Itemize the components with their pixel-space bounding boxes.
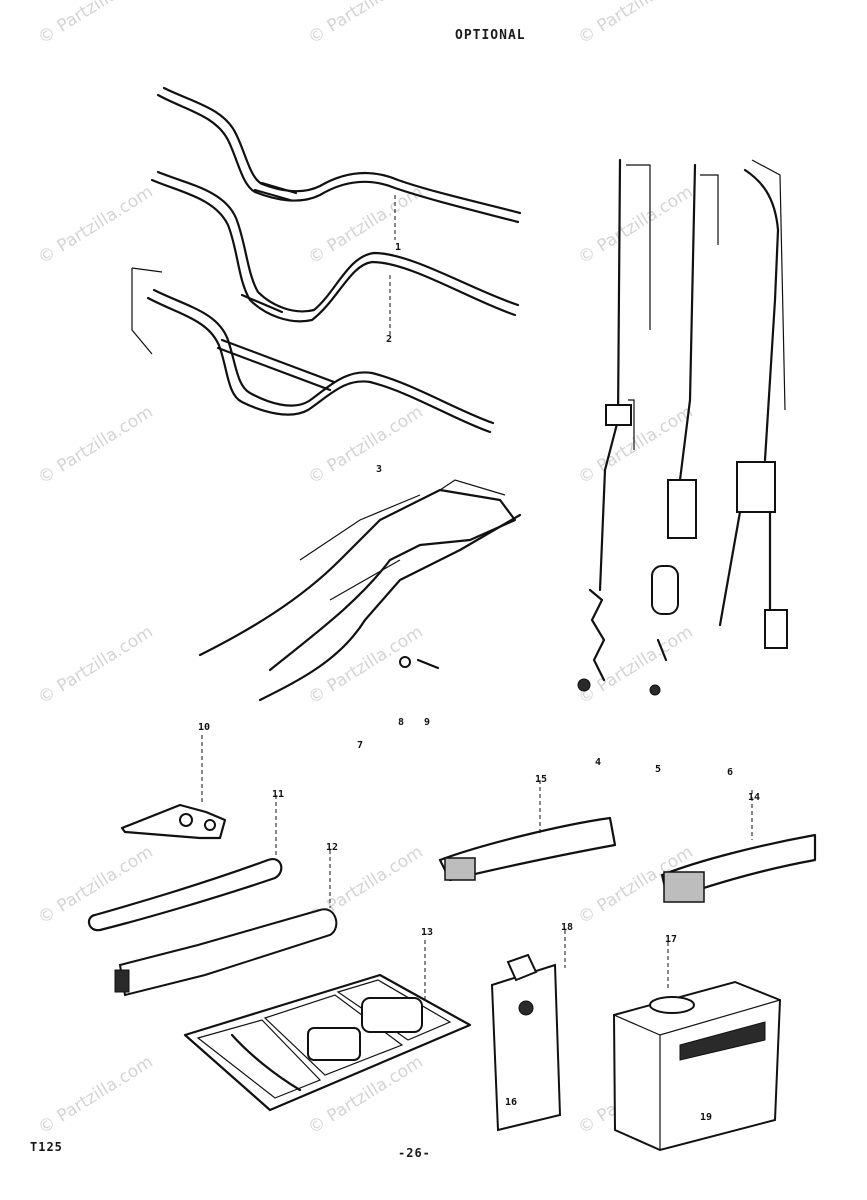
callout-12: 12 [326, 842, 338, 853]
page-number: -26- [398, 1146, 431, 1160]
handlebar-2-illustration [150, 170, 520, 335]
socket-wrench-illustration [120, 735, 227, 840]
callout-5: 5 [655, 764, 661, 775]
carrier-rack-illustration [198, 479, 522, 702]
model-code: T125 [30, 1140, 63, 1154]
handlebar-1-illustration [156, 86, 522, 240]
grip-assembly-left-illustration [438, 780, 617, 882]
callout-17: 17 [665, 934, 677, 945]
oil-tin-illustration [612, 935, 782, 1152]
callout-16: 16 [505, 1097, 517, 1108]
tire-pump-illustration [114, 850, 338, 997]
diagram-title: OPTIONAL [455, 28, 526, 43]
callout-18: 18 [561, 922, 573, 933]
tire-lever-illustration [87, 795, 283, 932]
callout-15: 15 [535, 774, 547, 785]
oil-can-illustration [490, 930, 566, 1132]
grip-assembly-right-illustration [660, 790, 817, 903]
callout-7: 7 [357, 740, 363, 751]
callout-6: 6 [727, 767, 733, 778]
callout-10: 10 [198, 722, 210, 733]
callout-8: 8 [398, 717, 404, 728]
callout-4: 4 [595, 757, 601, 768]
handlebar-3-illustration [131, 267, 495, 434]
callout-13: 13 [421, 927, 433, 938]
callout-1: 1 [395, 242, 401, 253]
callout-11: 11 [272, 789, 284, 800]
callout-14: 14 [748, 792, 760, 803]
control-cables-illustration [577, 158, 788, 696]
callout-9: 9 [424, 717, 430, 728]
callout-3: 3 [376, 464, 382, 475]
tool-kit-pouch-illustration [183, 940, 472, 1112]
callout-2: 2 [386, 334, 392, 345]
callout-19: 19 [700, 1112, 712, 1123]
